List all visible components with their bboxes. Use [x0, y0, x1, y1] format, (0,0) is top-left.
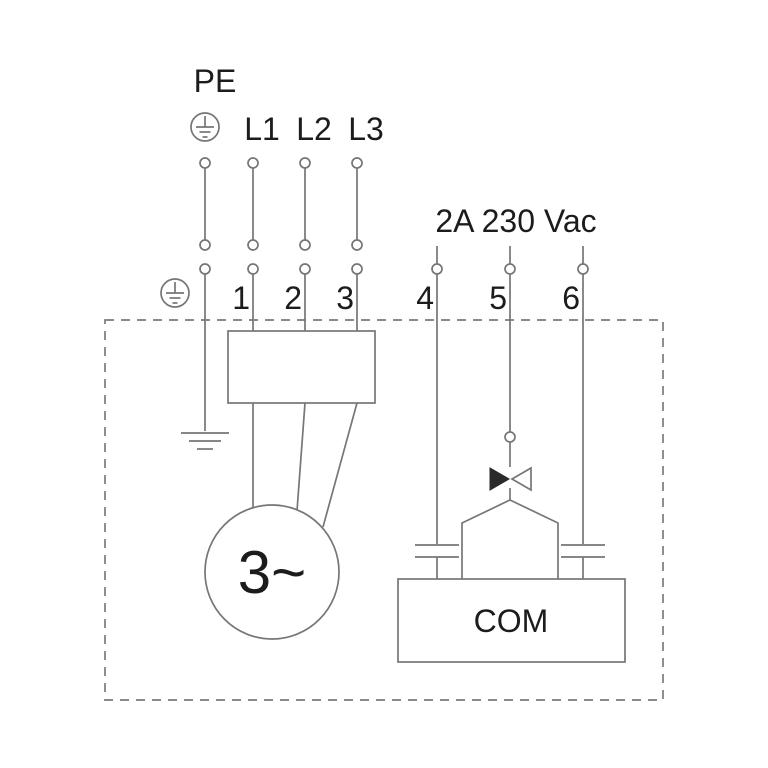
terminal-dot [299, 157, 311, 169]
node-dot [504, 431, 516, 443]
terminal-dot [247, 239, 259, 251]
terminal-dot [299, 263, 311, 275]
terminal-dot [247, 263, 259, 275]
ground-icon [181, 432, 229, 450]
terminal-6-label: 6 [562, 280, 580, 316]
l1-label: L1 [244, 111, 280, 147]
com-group: COM [397, 578, 626, 663]
motor-label: 3~ [238, 539, 306, 606]
l2-branch: L2 2 [284, 111, 332, 331]
terminal-block [227, 330, 376, 404]
terminal-dot [199, 157, 211, 169]
l2-label: L2 [296, 111, 332, 147]
motor-group: 3~ [204, 402, 358, 640]
terminal-dot [299, 239, 311, 251]
pe-label: PE [194, 63, 237, 99]
triac-branch-left [461, 499, 511, 579]
terminal-1-label: 1 [232, 280, 250, 316]
triac-icon [489, 466, 532, 492]
terminal-5-label: 5 [489, 280, 507, 316]
com-label: COM [474, 603, 549, 639]
com-box [397, 578, 626, 663]
terminal-dot [351, 239, 363, 251]
l3-label: L3 [348, 111, 384, 147]
terminal-2-label: 2 [284, 280, 302, 316]
terminal-dot [351, 263, 363, 275]
triac-branch-right [509, 499, 559, 579]
enclosure-earth-icon [160, 278, 190, 308]
terminal-dot [351, 157, 363, 169]
terminal-4-branch: 4 [415, 246, 459, 579]
motor-symbol [204, 504, 340, 640]
terminal-4-label: 4 [416, 280, 434, 316]
terminal-dot [431, 263, 443, 275]
terminal-6-branch: 6 [561, 246, 605, 579]
rating-label: 2A 230 Vac [435, 203, 596, 239]
earth-icon [190, 112, 220, 142]
l3-branch: L3 3 [336, 111, 384, 331]
terminal-dot [504, 263, 516, 275]
terminal-3-label: 3 [336, 280, 354, 316]
terminal-dot [247, 157, 259, 169]
enclosure-boundary [104, 319, 664, 701]
terminal-dot [199, 263, 211, 275]
capacitor-icon [415, 544, 459, 558]
terminal-5-branch: 5 [461, 246, 559, 579]
capacitor-icon [561, 544, 605, 558]
terminal-dot [199, 239, 211, 251]
l1-branch: L1 1 [232, 111, 280, 331]
pe-branch: PE [181, 63, 237, 450]
terminal-dot [577, 263, 589, 275]
